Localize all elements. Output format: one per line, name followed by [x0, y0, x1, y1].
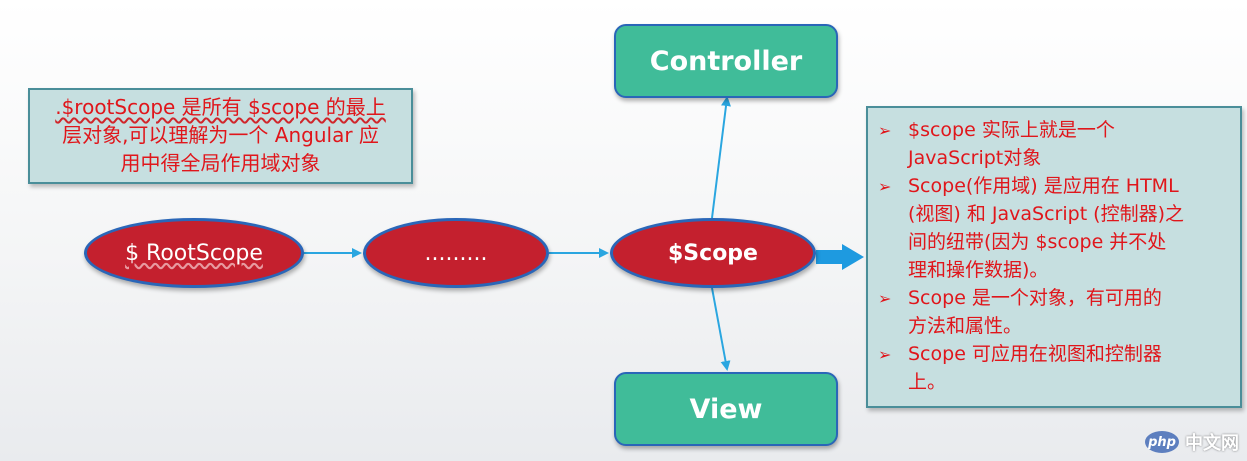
info-item-2-line-4: 理和操作数据)。: [908, 259, 1049, 281]
rootscope-note: .$rootScope 是所有 $scope 的最上 层对象,可以理解为一个 A…: [28, 88, 413, 184]
info-item-2-line-1: Scope(作用域) 是应用在 HTML: [908, 175, 1179, 197]
note-line-1: .$rootScope 是所有 $scope 的最上: [36, 93, 405, 121]
info-item-2-line-2: (视图) 和 JavaScript (控制器)之: [908, 203, 1185, 225]
php-cn-watermark: php 中文网: [1145, 429, 1239, 455]
arrow-scope-to-view: [711, 287, 731, 371]
arrow-scope-to-controller: [711, 96, 731, 219]
watermark-text: 中文网: [1185, 433, 1239, 454]
view-box-label: View: [689, 393, 763, 425]
note-line-3: 用中得全局作用域对象: [120, 151, 321, 175]
info-item-2-line-3: 间的纽带(因为 $scope 并不处: [908, 231, 1167, 253]
info-item-4: ➢ Scope 可应用在视图和控制器 上。: [878, 340, 1226, 396]
info-item-1: ➢ $scope 实际上就是一个 JavaScript对象: [878, 116, 1226, 172]
controller-box-label: Controller: [649, 45, 803, 77]
info-item-3-line-2: 方法和属性。: [908, 315, 1023, 337]
php-logo-icon: php: [1145, 431, 1179, 453]
note-line-1-text: .$rootScope 是所有 $scope 的最上: [55, 95, 386, 119]
view-box: View: [614, 372, 838, 446]
arrow-scope-to-info: [816, 244, 864, 270]
rootscope-node: $ RootScope: [84, 218, 304, 288]
bullet-arrow-icon: ➢: [878, 345, 892, 364]
info-item-4-line-2: 上。: [908, 371, 947, 393]
bullet-arrow-icon: ➢: [878, 177, 892, 196]
rootscope-node-label: $ RootScope: [125, 240, 263, 266]
bullet-arrow-icon: ➢: [878, 289, 892, 308]
info-item-3-line-1: Scope 是一个对象，有可用的: [908, 287, 1162, 309]
note-line-2: 层对象,可以理解为一个 Angular 应: [62, 123, 379, 147]
info-item-1-line-2: JavaScript对象: [908, 147, 1042, 169]
info-item-2: ➢ Scope(作用域) 是应用在 HTML (视图) 和 JavaScript…: [878, 172, 1226, 284]
scope-node-label: $Scope: [668, 240, 758, 266]
info-item-1-line-1: $scope 实际上就是一个: [908, 119, 1115, 141]
intermediate-node: .........: [363, 218, 549, 288]
intermediate-node-label: .........: [424, 240, 488, 266]
scope-info-box: ➢ $scope 实际上就是一个 JavaScript对象 ➢ Scope(作用…: [866, 106, 1242, 408]
bullet-arrow-icon: ➢: [878, 121, 892, 140]
info-item-4-line-1: Scope 可应用在视图和控制器: [908, 343, 1162, 365]
scope-node: $Scope: [610, 218, 816, 288]
scope-info-list: ➢ $scope 实际上就是一个 JavaScript对象 ➢ Scope(作用…: [878, 116, 1226, 396]
info-item-3: ➢ Scope 是一个对象，有可用的 方法和属性。: [878, 284, 1226, 340]
controller-box: Controller: [614, 24, 838, 98]
